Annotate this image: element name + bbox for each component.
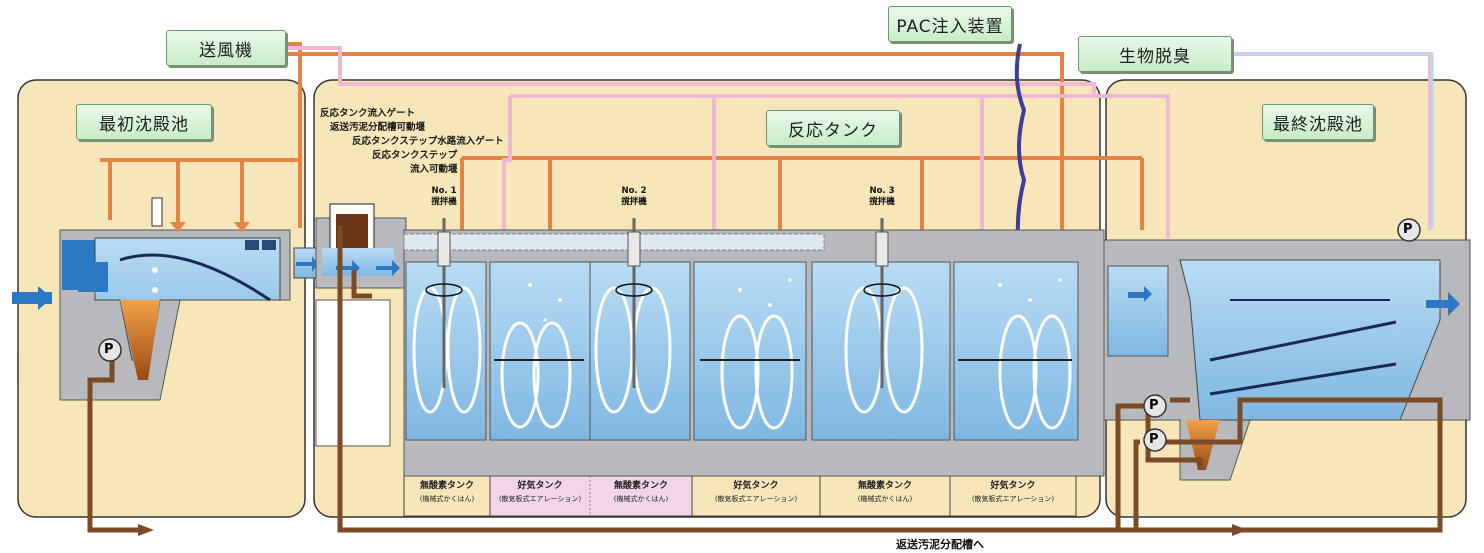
pump-letter-2: P [1149,398,1159,413]
tank-type-6: 好気タンク(散気板式エアレーション) [950,480,1076,514]
tank-type-2: 好気タンク(散気板式エアレーション) [490,480,590,514]
primary-sedimentation-label: 最初沈殿池 [76,104,212,140]
pump-letter-1: P [104,342,114,357]
tank-type-3: 無酸素タンク(機械式かくはん) [590,480,692,514]
gate-note-inflow: 反応タンク流入ゲート [320,105,415,119]
tank-type-5: 無酸素タンク(機械式かくはん) [820,480,950,514]
return-sludge-note: 返送汚泥分配槽へ [896,536,984,552]
gate-note-step: 反応タンクステップ [372,147,457,161]
tank-type-4: 好気タンク(散気板式エアレーション) [692,480,820,514]
gate-note-step-weir: 流入可動堰 [410,161,458,175]
pump-letter-4: P [1403,222,1413,237]
gate-note-step-channel: 反応タンクステップ水路流入ゲート [352,133,504,147]
pump-letter-3: P [1149,432,1159,447]
final-sedimentation-label: 最終沈殿池 [1262,104,1374,140]
tank-type-1: 無酸素タンク(機械式かくはん) [404,480,490,514]
bio-deodorization-label: 生物脱臭 [1078,36,1232,72]
reaction-tank-label: 反応タンク [766,110,900,146]
gate-note-weir: 返送汚泥分配槽可動堰 [330,119,425,133]
pac-injector-label: PAC注入装置 [888,6,1012,42]
blower-label: 送風機 [166,30,286,66]
